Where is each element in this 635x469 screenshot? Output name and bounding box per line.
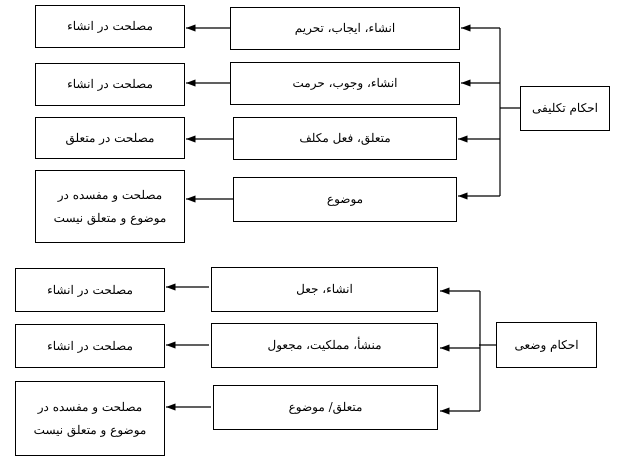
taklifi-left-1: مصلحت در انشاء bbox=[35, 5, 185, 48]
vazi-mid-1: انشاء، جعل bbox=[211, 267, 438, 312]
taklifi-left-4: مصلحت و مفسده در موضوع و متعلق نیست bbox=[35, 170, 185, 243]
vazi-mid-3: متعلق/ موضوع bbox=[213, 385, 438, 430]
taklifi-left-3: مصلحت در متعلق bbox=[35, 117, 185, 159]
root-vazi: احکام وضعی bbox=[496, 322, 597, 368]
taklifi-mid-3: متعلق، فعل مکلف bbox=[233, 117, 457, 160]
vazi-trunk bbox=[479, 291, 496, 411]
vazi-mid-2: منشأ، مملکیت، مجعول bbox=[211, 323, 438, 368]
vazi-left-2: مصلحت در انشاء bbox=[15, 324, 165, 368]
taklifi-left-2: مصلحت در انشاء bbox=[35, 63, 185, 106]
taklifi-trunk bbox=[499, 28, 520, 196]
taklifi-mid-2: انشاء، وجوب، حرمت bbox=[230, 62, 460, 105]
vazi-left-1: مصلحت در انشاء bbox=[15, 268, 165, 312]
root-taklifi: احکام تکلیفی bbox=[520, 86, 610, 131]
taklifi-mid-4: موضوع bbox=[233, 177, 457, 222]
taklifi-mid-1: انشاء، ایجاب، تحریم bbox=[230, 7, 460, 50]
vazi-left-3: مصلحت و مفسده در موضوع و متعلق نیست bbox=[15, 381, 165, 456]
